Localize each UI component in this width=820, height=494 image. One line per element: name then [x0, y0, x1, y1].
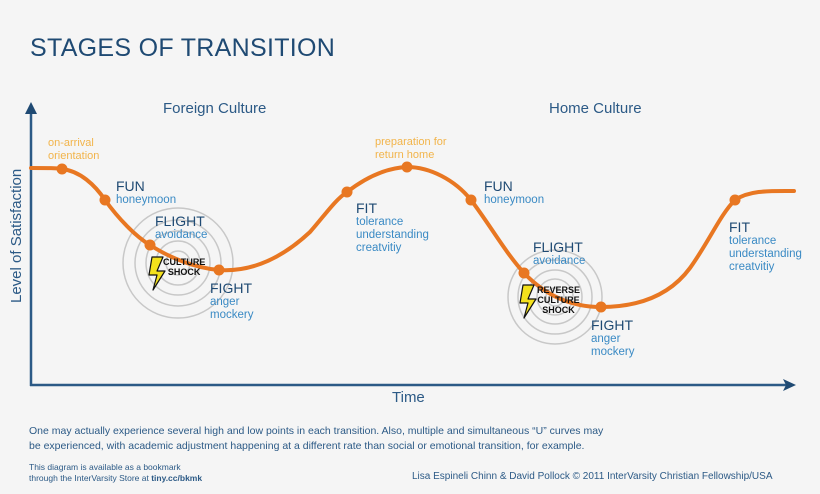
y-axis-arrow-icon — [25, 102, 37, 114]
stage-title: FLIGHT — [155, 213, 205, 229]
stage-desc: creatvitiy — [729, 261, 775, 273]
stage-title: FUN — [484, 178, 513, 194]
section-foreign-culture: Foreign Culture — [163, 100, 267, 117]
stage-desc: anger — [210, 296, 240, 308]
page-title: STAGES OF TRANSITION — [30, 34, 336, 62]
stage-fight-1: FIGHT anger mockery — [210, 281, 253, 322]
stage-desc: understanding — [356, 229, 429, 241]
reverse-culture-shock-label: REVERSE CULTURE SHOCK — [537, 285, 580, 315]
reverse-culture-shock-rings-icon — [507, 249, 603, 345]
return-prep-line1: preparation for — [375, 136, 447, 148]
stage-desc: honeymoon — [116, 194, 177, 206]
stage-fit-1: FIT tolerance understanding creatvitiy — [356, 201, 429, 255]
stage-title: FIGHT — [591, 317, 633, 333]
stage-title: FLIGHT — [533, 239, 583, 255]
stage-title: FUN — [116, 178, 145, 194]
x-axis-label: Time — [392, 389, 425, 406]
credit-line: Lisa Espineli Chinn & David Pollock © 20… — [412, 471, 773, 482]
curve-markers — [56, 161, 741, 313]
culture-shock-rings-icon — [122, 207, 234, 319]
stage-desc: understanding — [729, 248, 802, 260]
lightning-bolt-icon — [148, 256, 166, 291]
footnote-line2: be experienced, with academic adjustment… — [29, 440, 585, 452]
stage-desc: tolerance — [356, 216, 404, 228]
on-arrival-label: on-arrival orientation — [48, 137, 99, 163]
stage-title: FIGHT — [210, 280, 252, 296]
reverse-lightning-bolt-icon — [519, 284, 537, 319]
culture-shock-label: CULTURE SHOCK — [163, 257, 205, 277]
on-arrival-line2: orientation — [48, 150, 100, 162]
reverse-shock-line2: CULTURE — [537, 295, 580, 305]
x-axis-arrow-icon — [783, 379, 796, 391]
footnote: One may actually experience several high… — [29, 424, 603, 454]
stage-fun-2: FUN honeymoon — [484, 179, 544, 207]
y-axis-label: Level of Satisfaction — [8, 168, 25, 303]
stage-desc: avoidance — [155, 229, 208, 241]
stage-title: FIT — [729, 219, 750, 235]
stage-fight-2: FIGHT anger mockery — [591, 318, 634, 359]
stage-title: FIT — [356, 200, 377, 216]
stage-desc: honeymoon — [484, 194, 545, 206]
stage-flight-2: FLIGHT avoidance — [533, 240, 585, 268]
return-prep-label: preparation for return home — [375, 136, 447, 162]
section-home-culture: Home Culture — [549, 100, 642, 117]
stage-fun-1: FUN honeymoon — [116, 179, 176, 207]
stage-desc: tolerance — [729, 235, 777, 247]
on-arrival-line1: on-arrival — [48, 137, 94, 149]
stage-desc: anger — [591, 333, 621, 345]
satisfaction-curve — [29, 164, 796, 310]
axes — [29, 112, 788, 387]
bookmark-line2: through the InterVarsity Store at — [29, 473, 152, 483]
stage-fit-2: FIT tolerance understanding creatvitiy — [729, 220, 802, 274]
footnote-line1: One may actually experience several high… — [29, 425, 604, 437]
bookmark-line1: This diagram is available as a bookmark — [29, 462, 181, 472]
reverse-shock-line3: SHOCK — [542, 305, 575, 315]
stage-desc: mockery — [591, 346, 635, 358]
stage-desc: avoidance — [533, 255, 586, 267]
culture-shock-line2: SHOCK — [167, 267, 201, 277]
stage-desc: creatvitiy — [356, 242, 402, 254]
stage-flight-1: FLIGHT avoidance — [155, 214, 207, 242]
bookmark-link[interactable]: tiny.cc/bkmk — [151, 473, 203, 483]
return-prep-line2: return home — [375, 149, 435, 161]
stage-desc: mockery — [210, 309, 254, 321]
reverse-shock-line1: REVERSE — [537, 285, 581, 295]
culture-shock-line1: CULTURE — [163, 257, 206, 267]
bookmark-note: This diagram is available as a bookmark … — [29, 462, 202, 484]
